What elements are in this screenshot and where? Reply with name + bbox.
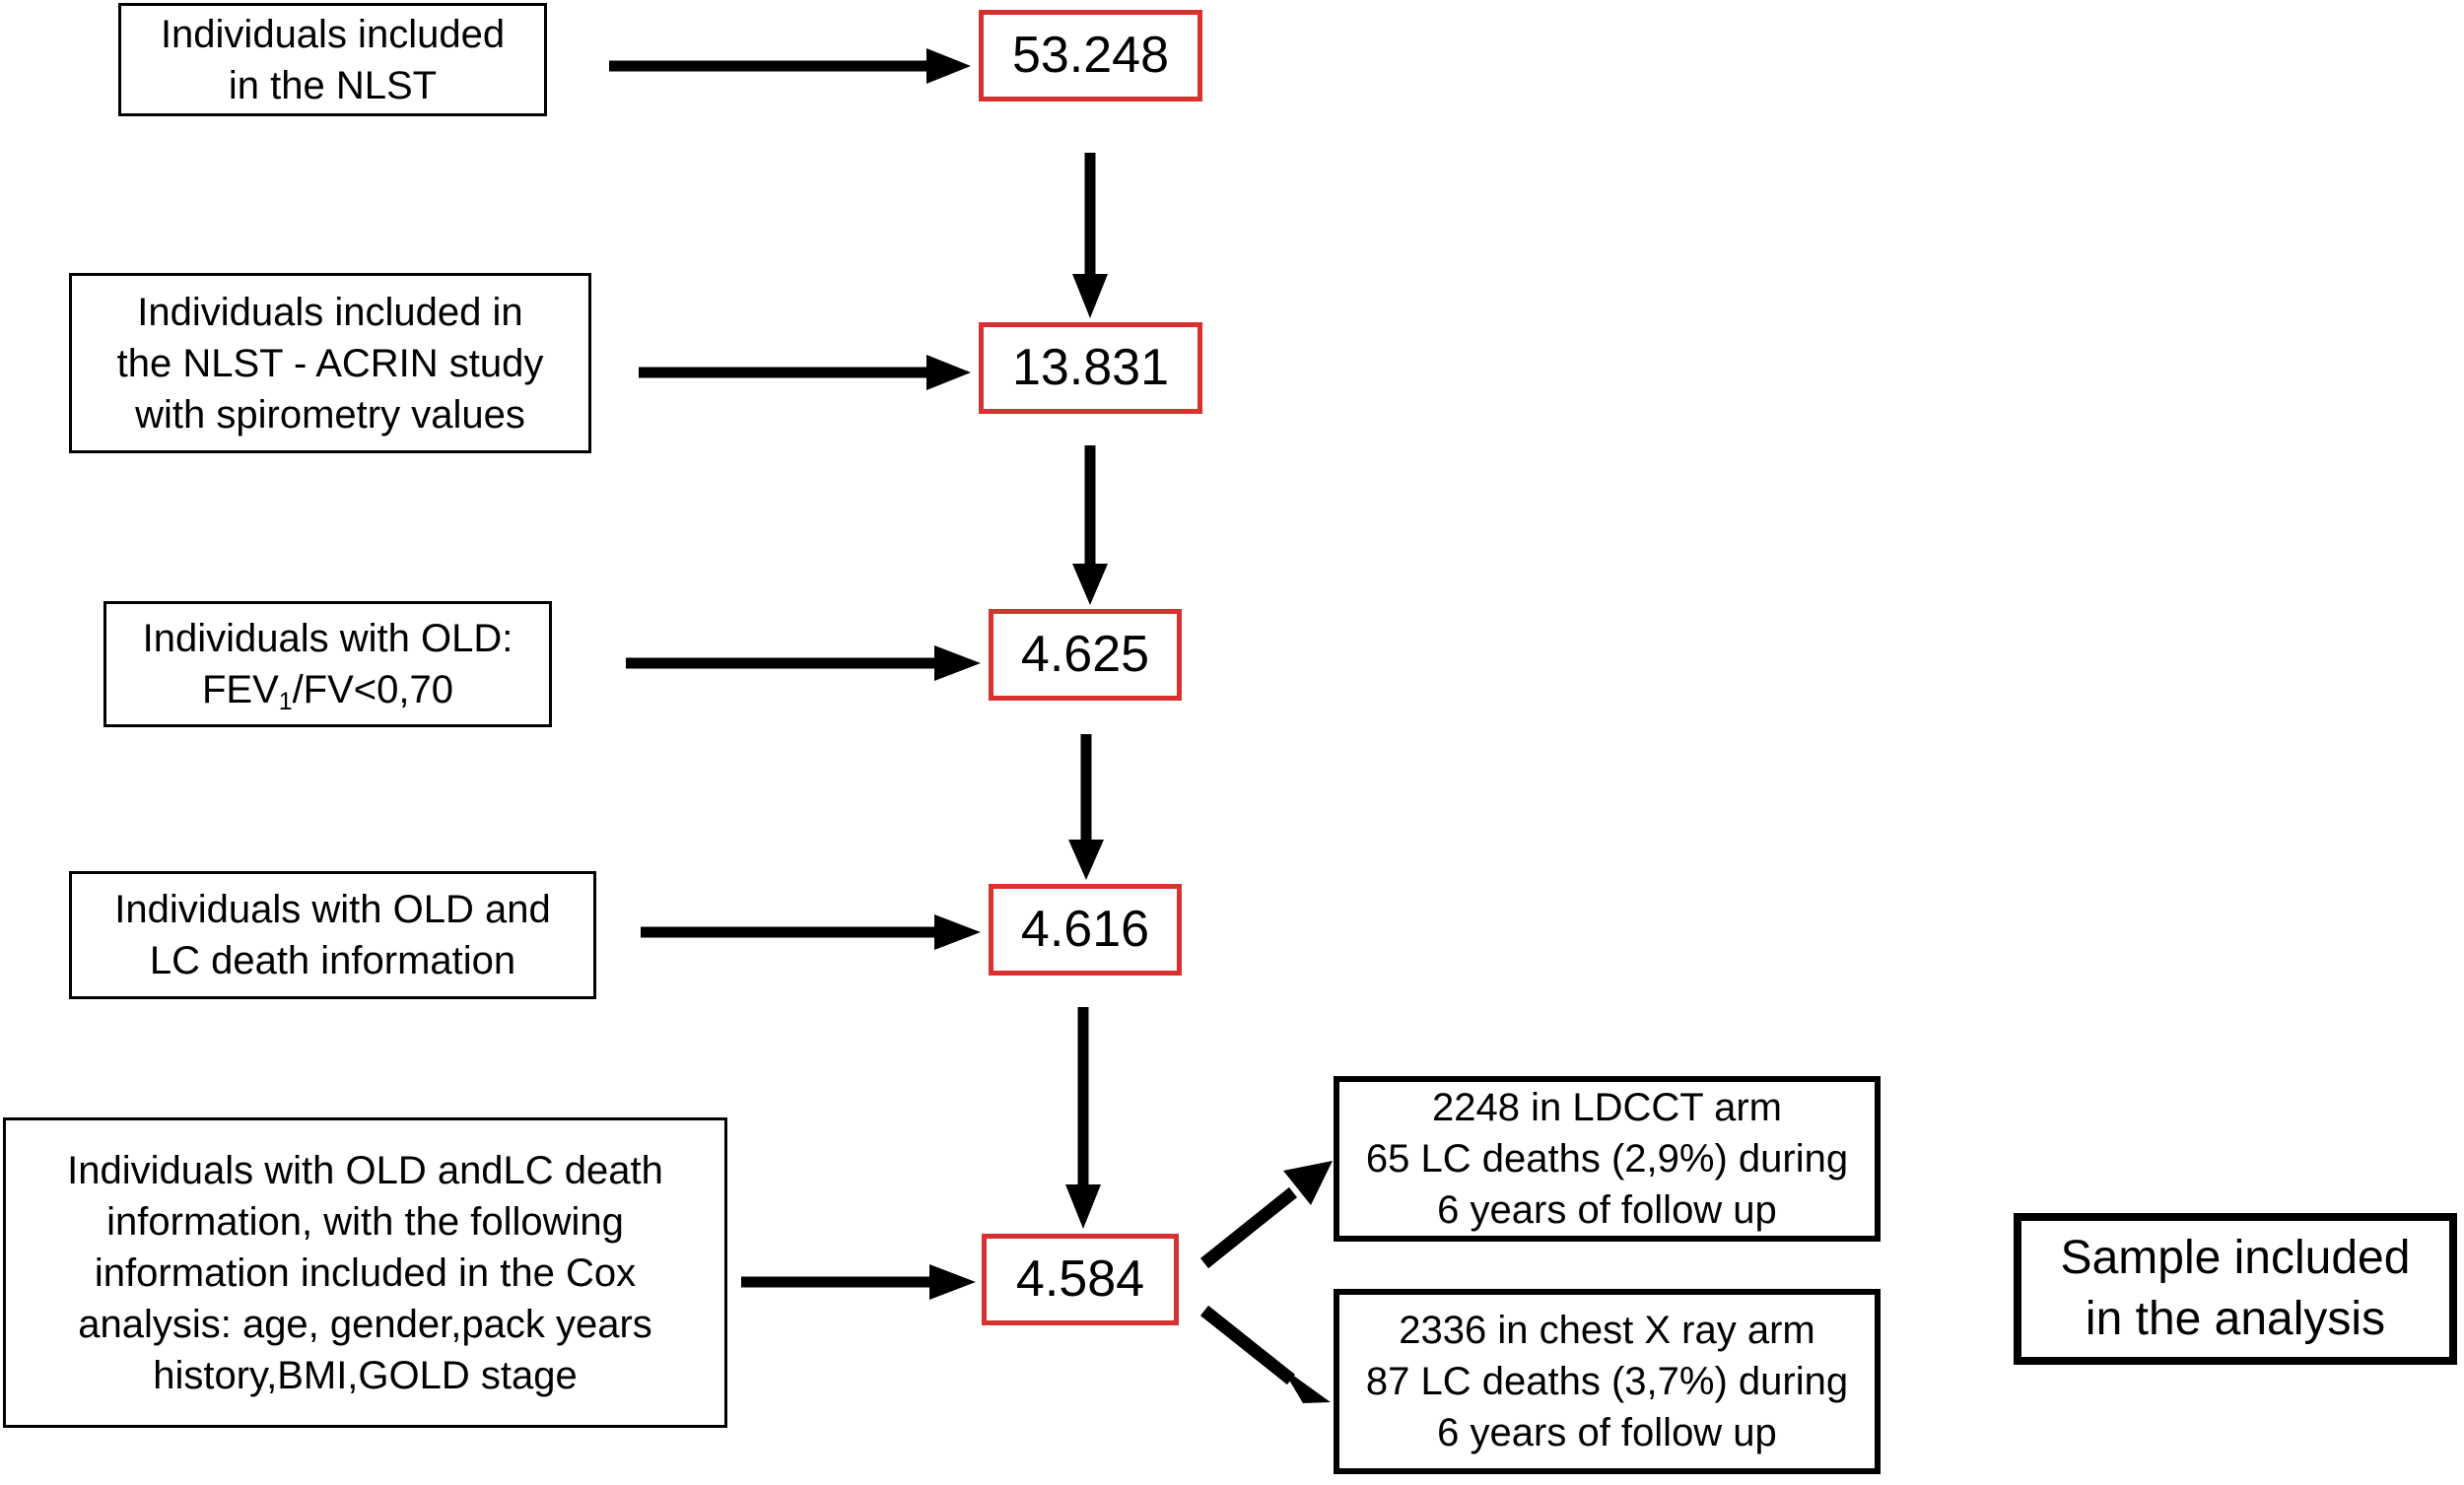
description-text-step-3-subscript: 1 [278, 689, 293, 716]
count-value-step-2: 13.831 [1011, 338, 1170, 396]
count-box-step-3: 4.625 [989, 609, 1182, 701]
arrow-branch-to-xray [1199, 1305, 1331, 1403]
description-box-step-3: Individuals with OLD: FEV1/FV<0,70 [103, 601, 552, 727]
count-box-step-4: 4.616 [989, 884, 1182, 976]
description-text-step-1: Individuals included in the NLST [160, 12, 506, 107]
legend-box-sample-included: Sample included in the analysis [2014, 1213, 2457, 1365]
legend-text: Sample included in the analysis [2060, 1231, 2411, 1345]
count-value-step-5: 4.584 [1015, 1249, 1145, 1308]
arrow-step-1-to-2-vertical [1072, 153, 1108, 318]
count-value-step-4: 4.616 [1020, 900, 1150, 958]
arrow-step-2-horizontal [639, 355, 971, 390]
description-text-step-5: Individuals with OLD andLC death informa… [67, 1148, 663, 1397]
count-value-step-3: 4.625 [1020, 625, 1150, 683]
outcome-box-xray: 2336 in chest X ray arm 87 LC deaths (3,… [1334, 1289, 1881, 1474]
description-text-step-3-prefix: Individuals with OLD: FEV [142, 617, 513, 711]
description-text-step-3-suffix: /FV<0,70 [292, 668, 453, 711]
arrow-step-4-horizontal [641, 914, 981, 950]
count-box-step-1: 53.248 [979, 10, 1202, 101]
count-value-step-1: 53.248 [1011, 26, 1170, 84]
arrow-step-3-horizontal [626, 645, 981, 681]
count-box-step-5: 4.584 [982, 1234, 1179, 1325]
count-box-step-2: 13.831 [979, 322, 1202, 414]
description-text-step-4: Individuals with OLD and LC death inform… [114, 888, 551, 982]
description-text-step-2: Individuals included in the NLST - ACRIN… [116, 290, 544, 437]
arrow-step-3-to-4-vertical [1068, 734, 1104, 880]
arrow-step-2-to-3-vertical [1072, 445, 1108, 605]
description-box-step-4: Individuals with OLD and LC death inform… [69, 871, 596, 999]
arrow-step-5-horizontal [741, 1264, 976, 1300]
description-box-step-5: Individuals with OLD andLC death informa… [3, 1117, 727, 1428]
arrow-step-4-to-5-vertical [1065, 1007, 1101, 1229]
description-box-step-2: Individuals included in the NLST - ACRIN… [69, 273, 591, 453]
arrow-step-1-horizontal [609, 48, 971, 84]
outcome-box-ldcct: 2248 in LDCCT arm 65 LC deaths (2,9%) du… [1334, 1076, 1881, 1242]
description-box-step-1: Individuals included in the NLST [118, 3, 547, 116]
outcome-text-xray: 2336 in chest X ray arm 87 LC deaths (3,… [1365, 1309, 1849, 1454]
description-text-step-3: Individuals with OLD: FEV1/FV<0,70 [143, 613, 513, 715]
arrow-branch-to-ldcct [1199, 1161, 1333, 1269]
outcome-text-ldcct: 2248 in LDCCT arm 65 LC deaths (2,9%) du… [1365, 1086, 1849, 1232]
